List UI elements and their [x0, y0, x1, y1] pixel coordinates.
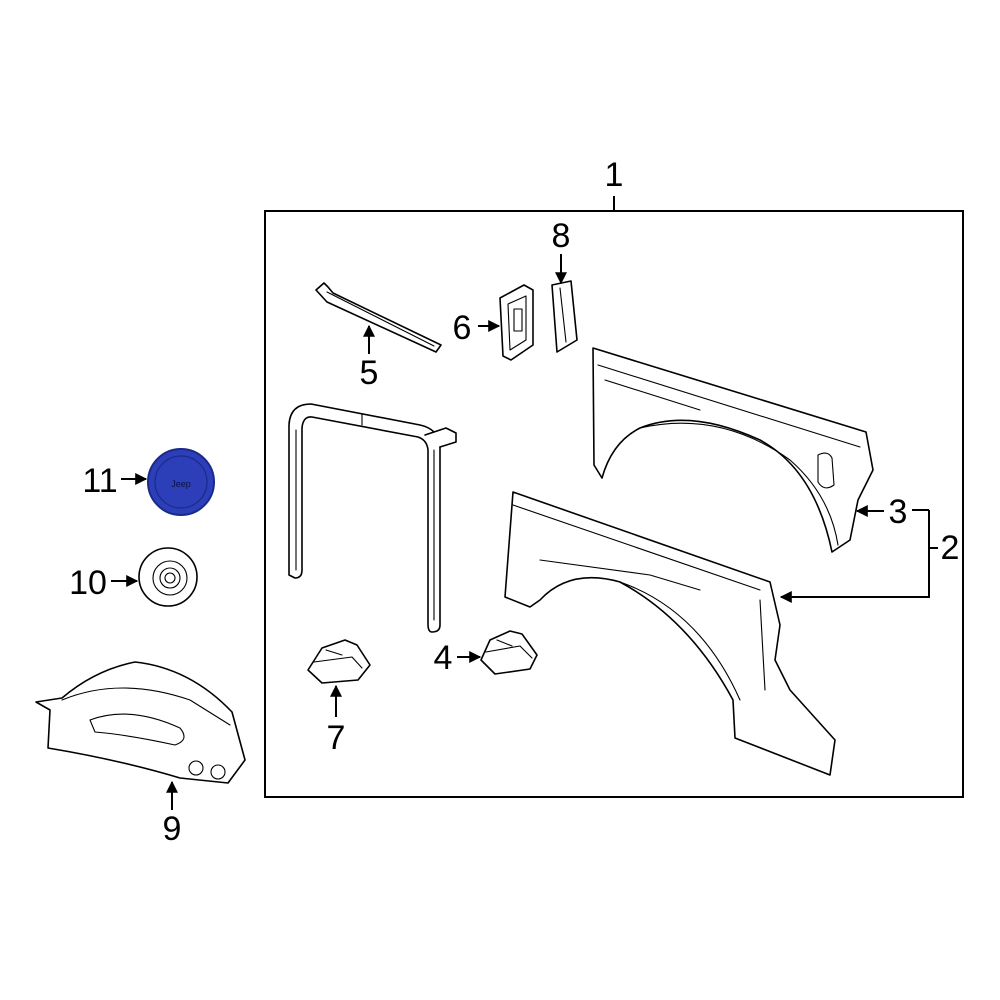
part-2-inner-fender[interactable]: [504, 491, 836, 776]
part-8-channel[interactable]: [551, 280, 578, 353]
assembly-frame: [264, 210, 964, 798]
callout-4: 4: [434, 639, 453, 677]
part-7-block[interactable]: [307, 639, 371, 684]
callout-10: 10: [69, 564, 107, 602]
callout-7: 7: [327, 719, 346, 757]
part-9-wheelhouse-liner[interactable]: [35, 661, 246, 784]
part-10-grommet[interactable]: [138, 547, 198, 607]
callout-8: 8: [552, 217, 571, 255]
callout-11: 11: [82, 462, 117, 500]
callout-6: 6: [453, 309, 472, 347]
part-11-fuel-cap[interactable]: Jeep: [147, 448, 215, 516]
part-5-strip[interactable]: [315, 282, 442, 353]
leader-2: [779, 510, 930, 603]
callout-2: 2: [941, 529, 960, 567]
callout-3: 3: [889, 493, 908, 531]
part-4-block[interactable]: [480, 630, 538, 675]
callout-1: 1: [605, 156, 624, 194]
callout-5: 5: [360, 354, 379, 392]
part-3-outer-fender[interactable]: [592, 347, 874, 553]
callout-9: 9: [163, 810, 182, 848]
part-6-bracket[interactable]: [499, 284, 534, 361]
cap-logo-text: Jeep: [171, 479, 191, 489]
frame-tube[interactable]: [288, 403, 457, 633]
